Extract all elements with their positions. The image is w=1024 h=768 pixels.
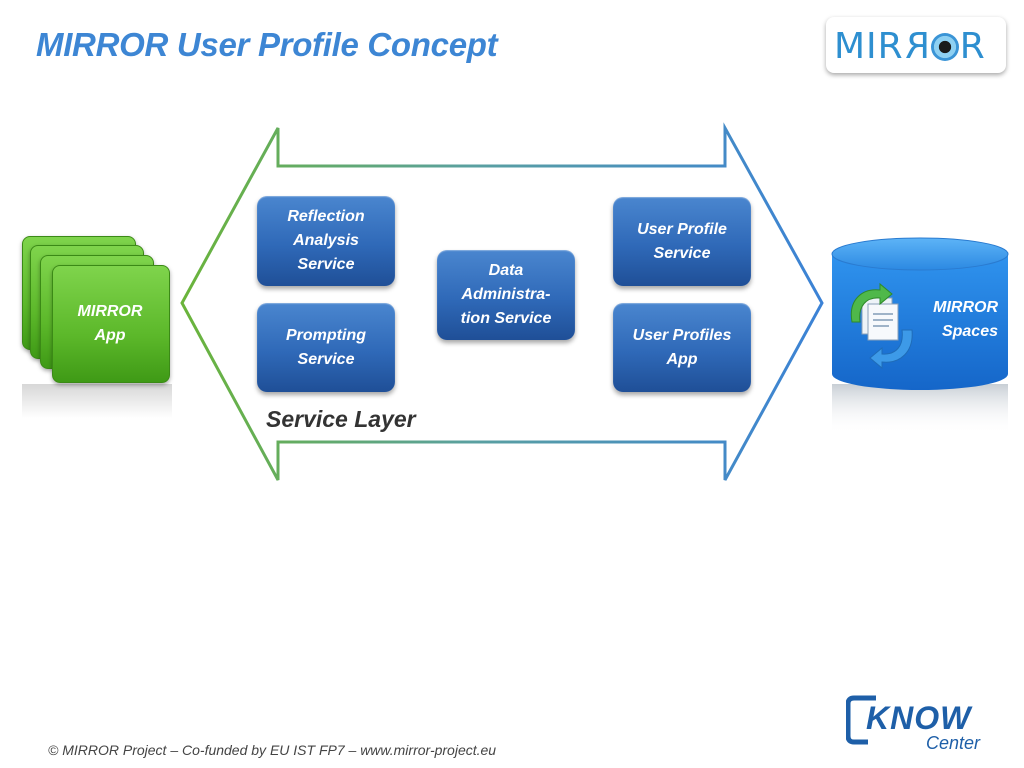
documents-sync-icon bbox=[850, 282, 913, 370]
service-label-line: Service bbox=[297, 350, 355, 368]
service-label-line: App bbox=[666, 350, 698, 368]
prompting-service: Prompting Service bbox=[257, 303, 395, 392]
service-label-line: Prompting bbox=[286, 326, 366, 344]
service-label-line: User Profiles bbox=[632, 326, 732, 344]
service-label-line: Data bbox=[488, 262, 524, 279]
logo-text-part: R bbox=[959, 26, 986, 67]
user-profile-service: User Profile Service bbox=[613, 197, 751, 286]
service-label-line: Analysis bbox=[293, 232, 359, 249]
spaces-label-line: Spaces bbox=[941, 323, 998, 340]
logo-text-part: MIR bbox=[834, 26, 904, 67]
arrow-outline bbox=[180, 122, 824, 481]
footer-copyright: © MIRROR Project – Co-funded by EU IST F… bbox=[48, 742, 497, 758]
service-label-line: Service bbox=[653, 244, 711, 262]
service-layer-label: Service Layer bbox=[266, 406, 416, 432]
service-label-line: tion Service bbox=[460, 310, 552, 327]
service-label-line: User Profile bbox=[637, 220, 727, 238]
app-card-front bbox=[52, 265, 170, 383]
user-profiles-app: User Profiles App bbox=[613, 303, 751, 392]
spaces-label-line: MIRROR bbox=[933, 299, 998, 316]
app-reflection bbox=[22, 384, 172, 418]
cylinder-reflection bbox=[832, 384, 1008, 434]
service-label-line: Administra- bbox=[461, 286, 551, 303]
mirror-spaces-label: MIRROR Spaces bbox=[906, 296, 998, 344]
app-label-line: App bbox=[94, 327, 126, 344]
mirror-app-label: MIRROR App bbox=[52, 300, 168, 348]
service-label-line: Service bbox=[297, 256, 355, 273]
app-label-line: MIRROR bbox=[77, 303, 143, 320]
eye-icon bbox=[930, 32, 959, 61]
know-logo-word: KNOW bbox=[866, 700, 972, 736]
reflection-analysis-service: Reflection Analysis Service bbox=[257, 196, 395, 286]
service-label-line: Reflection bbox=[287, 208, 365, 225]
page-title: MIRROR User Profile Concept bbox=[36, 26, 498, 63]
data-administration-service: Data Administra- tion Service bbox=[437, 250, 575, 340]
know-center-logo bbox=[846, 695, 876, 745]
know-logo-sub: Center bbox=[926, 733, 981, 753]
